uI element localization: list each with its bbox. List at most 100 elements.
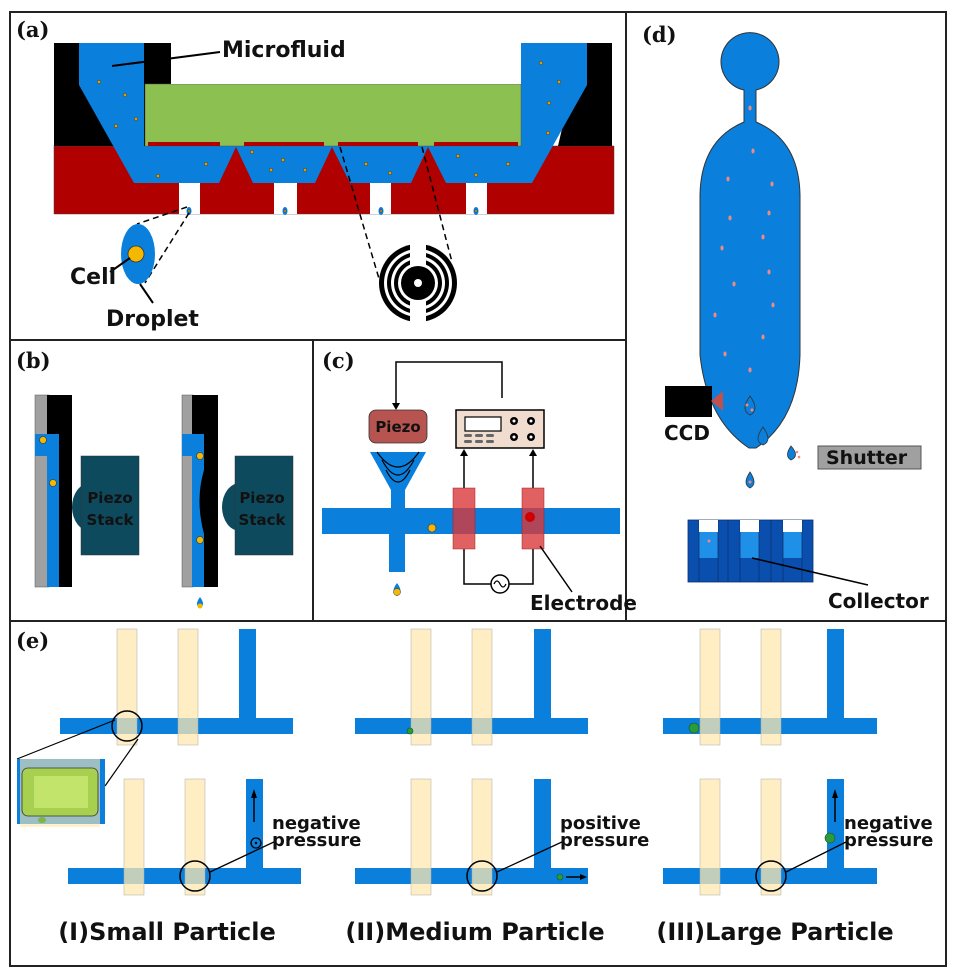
fluid-inlet-left — [79, 43, 300, 183]
panel-b: (b) Piezo Stack Piezo Stack — [16, 348, 294, 609]
droplet-label: Droplet — [106, 307, 199, 332]
highlight-ring — [466, 860, 498, 892]
highlight-ring — [755, 860, 787, 892]
shutter-label: Shutter — [826, 447, 908, 469]
case-title: (I)Small Particle — [58, 918, 276, 946]
svg-text:Stack: Stack — [87, 511, 135, 529]
nozzle-chamber — [699, 32, 801, 449]
electrode-strip — [116, 628, 138, 746]
microfluid-label: Microfluid — [222, 38, 346, 63]
particle — [250, 837, 262, 849]
particle — [556, 873, 564, 881]
particle — [406, 727, 414, 735]
panel-d-label: (d) — [642, 22, 677, 47]
panel-a-label: (a) — [16, 17, 49, 42]
inset-zoom — [16, 719, 139, 827]
pressure-leader — [209, 840, 277, 873]
cell-label: Cell — [70, 265, 116, 290]
chip — [144, 83, 522, 147]
chip-top-gap — [171, 43, 521, 84]
microfluid-leader — [111, 51, 221, 67]
case-title: (II)Medium Particle — [345, 918, 604, 946]
panel-c: (c) Piezo — [322, 348, 637, 615]
nozzle-divider — [411, 147, 446, 183]
electrode-strip — [410, 778, 432, 896]
electrode-strip — [123, 778, 145, 896]
panel-b-label: (b) — [16, 348, 51, 373]
electrode-strip — [699, 628, 721, 746]
piezo-stack-right — [234, 455, 294, 556]
channel-horizontal — [355, 718, 588, 734]
channel-branch — [827, 779, 844, 869]
falling-droplets — [744, 395, 796, 489]
cell-zoom — [127, 245, 145, 263]
droplet-leader — [139, 283, 154, 304]
piezo-stack-right-label: Piezo — [239, 489, 284, 507]
shutter — [817, 445, 922, 470]
electrode-label: Electrode — [530, 591, 637, 615]
electrode-strip — [177, 628, 199, 746]
cell-leader — [109, 257, 131, 273]
electrode-strip — [471, 778, 493, 896]
outer-frame — [9, 11, 947, 967]
panel-c-label: (c) — [322, 348, 355, 373]
channel-branch — [534, 779, 551, 869]
channel-branch — [534, 629, 551, 719]
channel-branch — [827, 629, 844, 719]
svg-text:Stack: Stack — [239, 511, 287, 529]
ccd-camera-icon — [665, 386, 712, 417]
highlight-ring — [111, 710, 143, 742]
fluid-inlet-right — [300, 43, 587, 183]
cells — [97, 61, 561, 213]
channel-horizontal — [355, 868, 588, 884]
pressure-leader — [496, 840, 565, 873]
zoom-line — [136, 206, 188, 225]
pressure-label: negative — [272, 813, 361, 834]
svg-text:pressure: pressure — [272, 830, 361, 851]
zoom-line — [144, 212, 190, 284]
electrode-strip — [410, 628, 432, 746]
heater-stripes — [148, 142, 518, 146]
nozzle-divider — [315, 147, 350, 183]
svg-text:pressure: pressure — [560, 830, 649, 851]
heater-coil-icon — [379, 243, 457, 323]
electrode-strip — [760, 628, 782, 746]
nozzles — [179, 183, 487, 214]
panel-a: (a) — [16, 17, 615, 332]
electrode — [452, 487, 476, 550]
electrode-strip — [760, 778, 782, 896]
piezo-label: Piezo — [375, 418, 420, 436]
collector-label: Collector — [828, 589, 929, 613]
cells — [713, 105, 775, 373]
channel-horizontal — [60, 718, 293, 734]
panel-frames — [9, 11, 947, 967]
piezo-stack-left-label: Piezo — [87, 489, 132, 507]
pressure-label: positive — [560, 813, 641, 834]
electrode-strip — [699, 778, 721, 896]
zoom-line — [339, 146, 381, 283]
electrode-strip — [184, 778, 206, 896]
panel-d: (d) CCD Shutter — [642, 22, 929, 613]
case-title: (III)Large Particle — [656, 918, 893, 946]
pressure-label: negative — [844, 813, 933, 834]
electrode-strip — [471, 628, 493, 746]
particle — [824, 832, 836, 844]
ccd-label: CCD — [664, 421, 710, 445]
svg-text:pressure: pressure — [844, 830, 933, 851]
piezo-stack-left — [80, 455, 140, 556]
pressure-leader — [785, 840, 849, 873]
piezo-actuator — [368, 409, 428, 444]
particle — [688, 722, 700, 734]
housing-right — [558, 43, 612, 146]
nozzle-divider — [219, 147, 253, 183]
panel-e-label: (e) — [16, 628, 49, 653]
channel-horizontal — [68, 868, 301, 884]
collector — [687, 519, 814, 583]
highlight-ring — [179, 860, 211, 892]
channel-branch — [239, 629, 256, 719]
